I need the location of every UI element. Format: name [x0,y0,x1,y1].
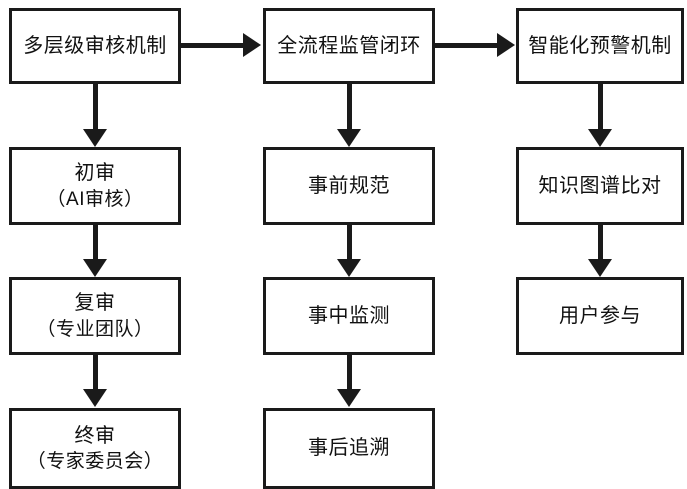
node-user-participation[interactable]: 用户参与 [516,277,684,355]
arrowhead-c1-r1-to-r2 [83,129,107,147]
arrowhead-c1-r3-to-r4 [83,389,107,407]
node-pre-event-standards[interactable]: 事前规范 [263,147,435,225]
arrowhead-col1-to-col2 [243,33,261,57]
node-label-primary: 初审 [74,162,116,185]
node-full-process-supervision-loop[interactable]: 全流程监管闭环 [263,8,435,84]
connector-c2-r2-to-r3 [347,225,352,263]
connector-c3-r2-to-r3 [598,225,603,263]
arrowhead-c2-r1-to-r2 [337,129,361,147]
arrowhead-c2-r2-to-r3 [337,259,361,277]
node-label-primary: 多层级审核机制 [23,34,167,57]
connector-c2-r3-to-r4 [347,355,352,393]
node-post-event-traceability[interactable]: 事后追溯 [263,408,435,489]
connector-col1-to-col2 [181,43,245,48]
node-label-primary: 知识图谱比对 [538,174,662,197]
node-initial-review[interactable]: 初审 （AI审核） [9,147,181,225]
node-intelligent-early-warning-mechanism[interactable]: 智能化预警机制 [516,8,684,84]
node-label-primary: 事中监测 [308,304,390,327]
connector-c2-r1-to-r2 [347,84,352,132]
node-label-primary: 智能化预警机制 [528,34,672,57]
node-secondary-review[interactable]: 复审 （专业团队） [9,277,181,355]
node-label-primary: 复审 [74,292,116,315]
connector-c1-r3-to-r4 [93,355,98,393]
connector-c1-r2-to-r3 [93,225,98,263]
arrowhead-c3-r1-to-r2 [588,129,612,147]
node-label-secondary: （专业团队） [36,318,154,340]
node-label-primary: 终审 [74,424,116,447]
connector-col2-to-col3 [435,43,498,48]
node-label-primary: 事后追溯 [308,437,390,460]
node-label-secondary: （AI审核） [46,188,144,210]
node-label-secondary: （专家委员会） [26,451,164,473]
node-in-event-monitoring[interactable]: 事中监测 [263,277,435,355]
node-knowledge-graph-comparison[interactable]: 知识图谱比对 [516,147,684,225]
node-label-primary: 事前规范 [308,174,390,197]
arrowhead-col2-to-col3 [497,33,515,57]
arrowhead-c3-r2-to-r3 [588,259,612,277]
connector-c3-r1-to-r2 [598,84,603,132]
arrowhead-c2-r3-to-r4 [337,389,361,407]
node-final-review[interactable]: 终审 （专家委员会） [9,408,181,489]
node-label-primary: 用户参与 [559,304,641,327]
node-label-primary: 全流程监管闭环 [277,34,421,57]
node-multilevel-review-mechanism[interactable]: 多层级审核机制 [9,8,181,84]
arrowhead-c1-r2-to-r3 [83,259,107,277]
connector-c1-r1-to-r2 [93,84,98,132]
